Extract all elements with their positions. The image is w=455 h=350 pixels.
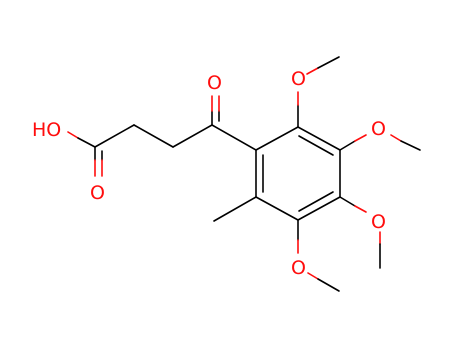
- methoxy-o1-label: O: [291, 68, 306, 90]
- bond-ome4-me-red: [307, 272, 319, 280]
- bond-c1-c2: [94, 124, 135, 148]
- bond-ome2-me: [400, 140, 421, 151]
- bond-ome3-ring: [339, 196, 356, 207]
- bonds: [67, 56, 421, 292]
- ring-bond-5: [255, 196, 299, 221]
- carboxyl-oh-label: HO: [32, 119, 61, 141]
- ring-bond-4-inner: [298, 191, 334, 212]
- bond-oh-c-black: [77, 137, 96, 148]
- methoxy-o4-label: O: [291, 257, 306, 279]
- bond-oh-c: [67, 131, 79, 139]
- bond-ome2-ring-red: [354, 134, 367, 142]
- bond-ome2-me-red: [390, 134, 402, 142]
- ring-bond-1: [255, 126, 299, 151]
- ring-bond-4: [297, 196, 341, 221]
- ketone-o-label: O: [207, 72, 222, 94]
- bond-ome2-ring: [339, 140, 356, 151]
- bond-ome1-me-red: [306, 67, 319, 75]
- ring-bond-2-inner: [298, 135, 334, 156]
- methoxy-o2-label: O: [371, 118, 386, 140]
- bond-ome4-me: [317, 278, 340, 292]
- bond-ome1-me: [317, 56, 340, 69]
- atom-labels: HO O O O O O O: [32, 68, 386, 279]
- methoxy-o3-label: O: [371, 211, 386, 233]
- bond-c2-c3: [133, 124, 174, 148]
- carboxyl-o-label: O: [90, 182, 105, 204]
- bond-c3-c4: [172, 124, 213, 148]
- ring-bond-2: [297, 126, 341, 151]
- bond-c4-ring: [211, 124, 257, 151]
- bond-methyl: [213, 196, 257, 222]
- bond-ome3-ring-red: [354, 205, 367, 213]
